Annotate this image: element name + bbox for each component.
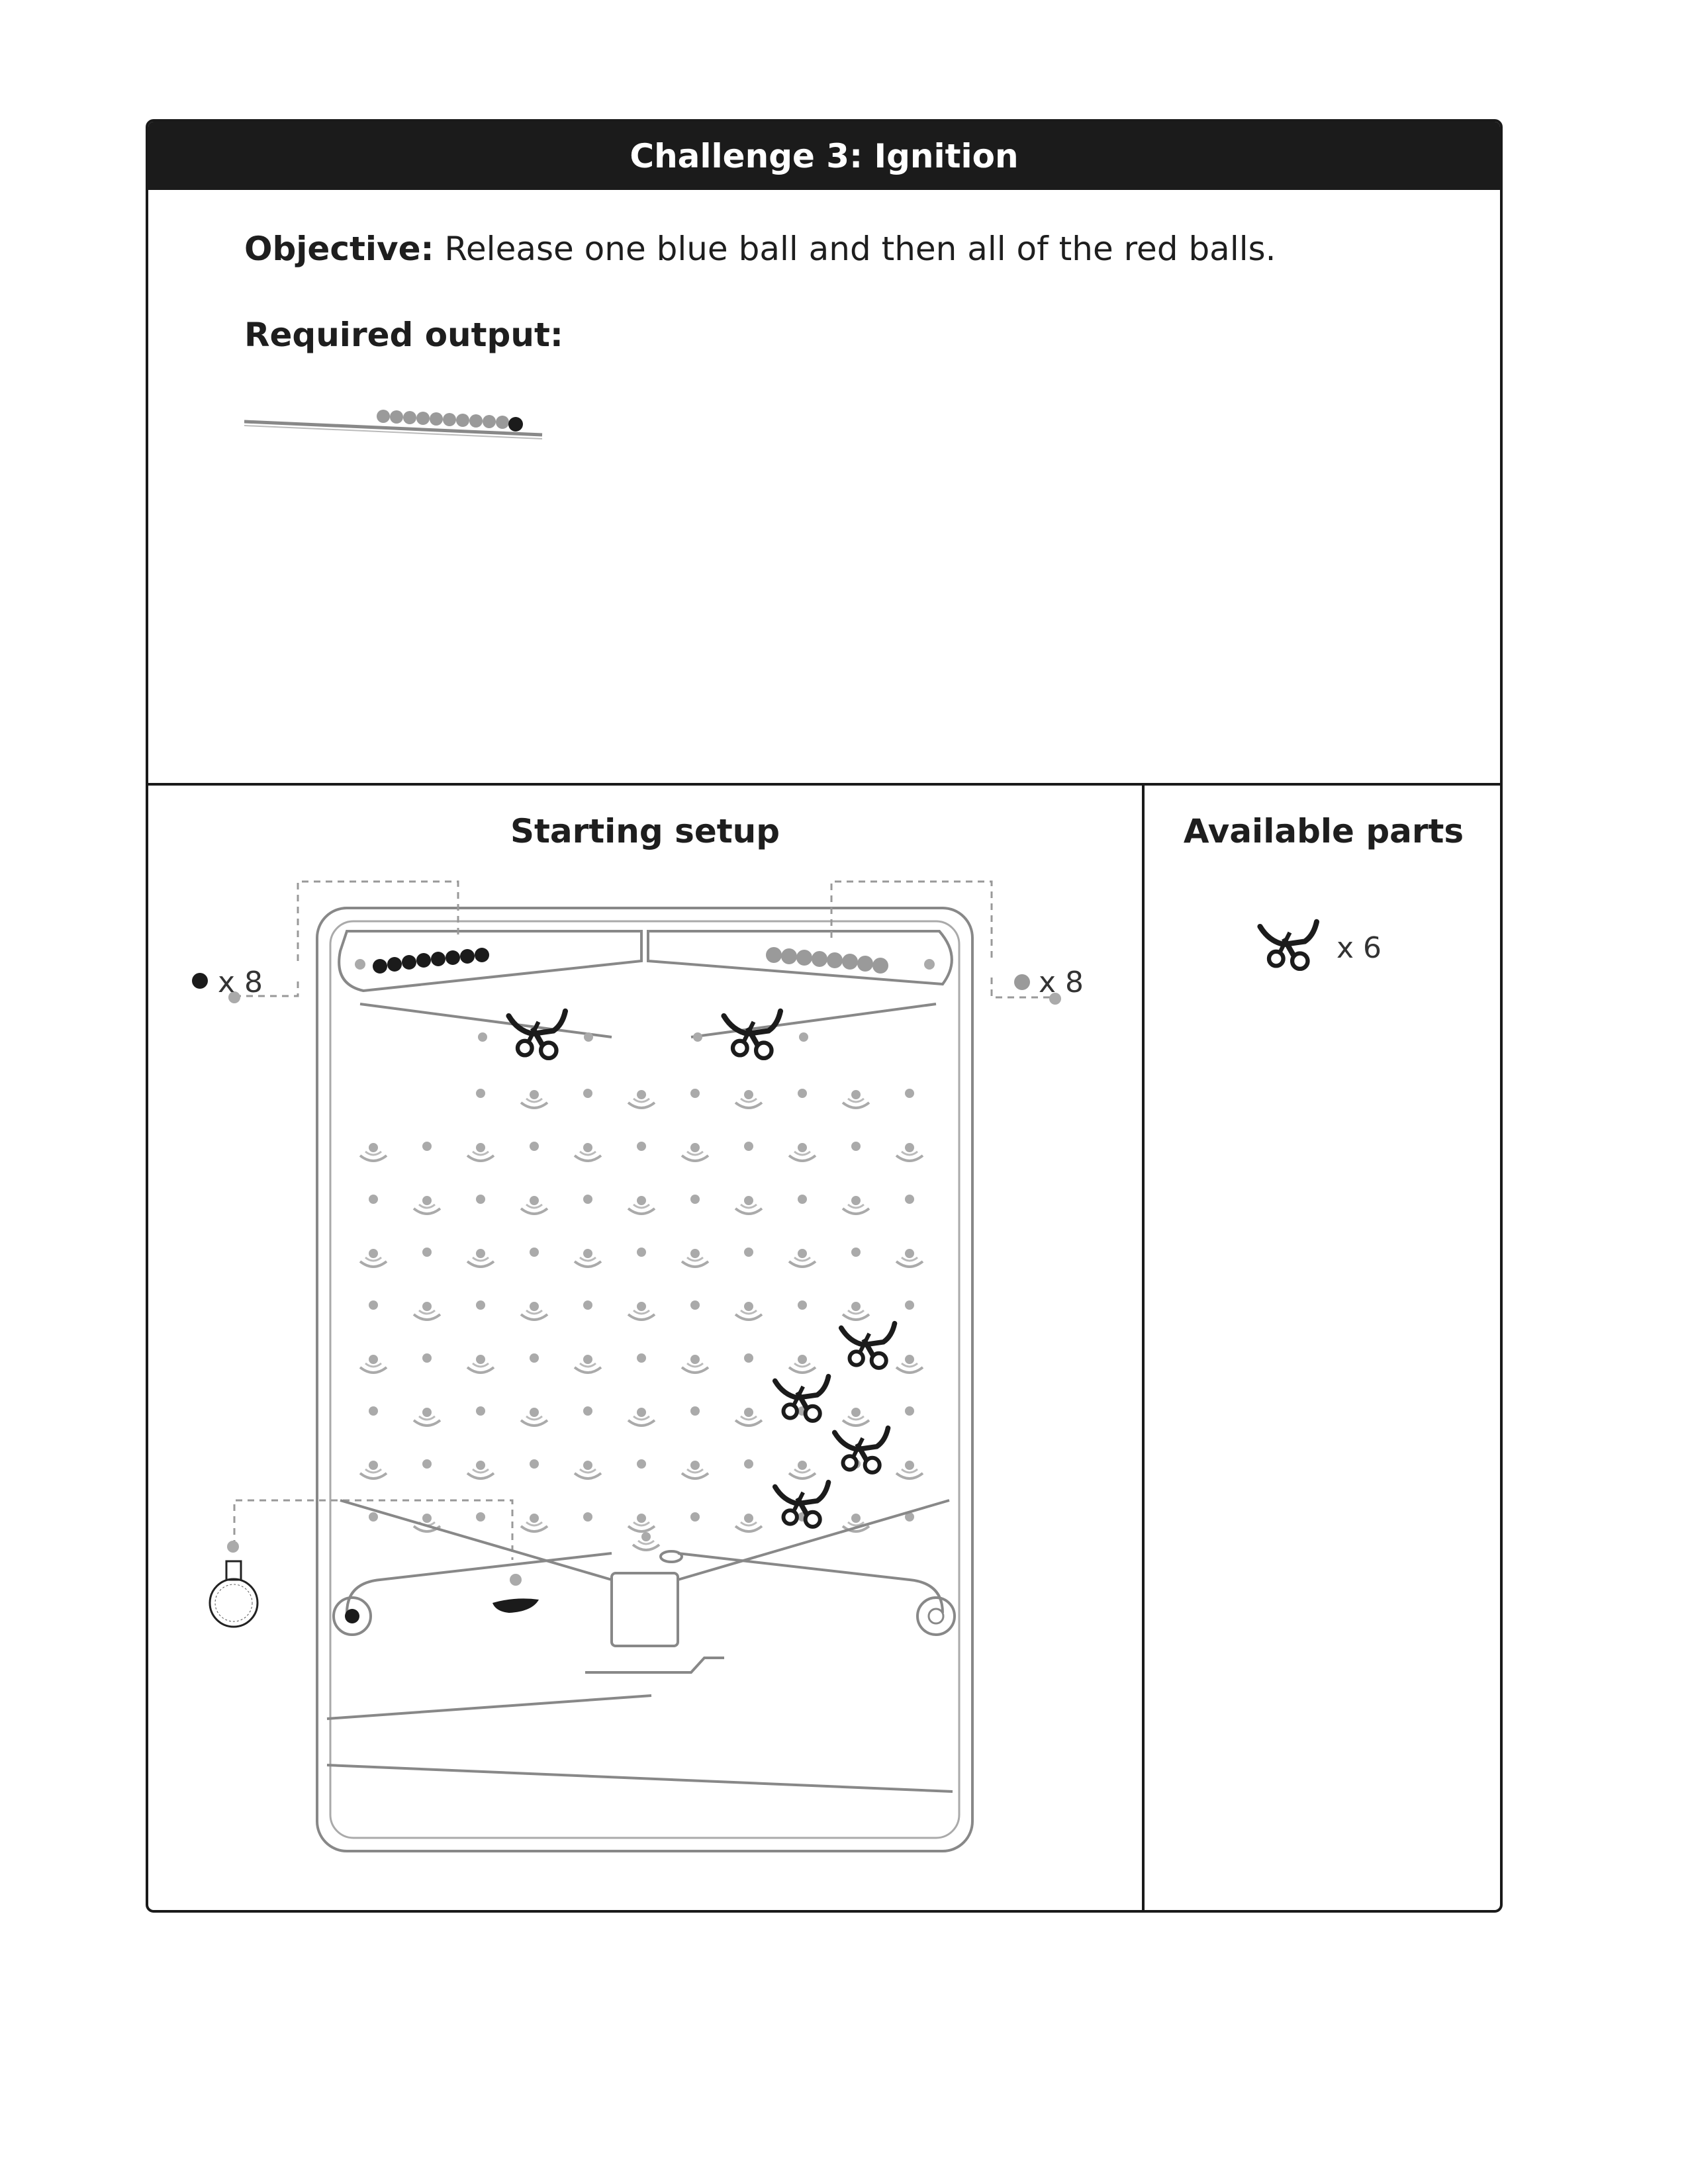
challenge-header: Challenge 3: Ignition [148, 122, 1500, 190]
peg-cup [633, 1532, 659, 1550]
peg-cup [521, 1196, 547, 1214]
bottom-assembly [327, 1500, 953, 1792]
peg-cup [414, 1302, 440, 1320]
peg-cup [735, 1514, 762, 1531]
peg-cup [789, 1461, 816, 1479]
bulb-icon [210, 1541, 258, 1627]
peg-cup [467, 1355, 494, 1373]
peg-cup [682, 1143, 708, 1161]
output-red-balls [377, 410, 509, 429]
peg-cup [843, 1408, 869, 1426]
peg-cup [896, 1249, 923, 1267]
right-ball-count: x 8 [1039, 966, 1084, 999]
peg-cup [735, 1408, 762, 1426]
peg-cup [628, 1090, 655, 1108]
peg-cup [467, 1461, 494, 1479]
peg-cup [628, 1514, 655, 1531]
peg-cup [521, 1090, 547, 1108]
peg-cup [521, 1408, 547, 1426]
bit-part [509, 1011, 566, 1058]
peg-cup [521, 1302, 547, 1320]
required-output-label: Required output: [244, 316, 563, 354]
peg-cup [896, 1143, 923, 1161]
peg-cup [575, 1143, 601, 1161]
blue-ball-icon [192, 973, 208, 989]
peg-cup [575, 1355, 601, 1373]
peg-cup [467, 1143, 494, 1161]
starting-setup-title: Starting setup [148, 812, 1142, 850]
peg-cup [682, 1461, 708, 1479]
red-ball-icon [1014, 974, 1030, 990]
peg-cup [467, 1249, 494, 1267]
required-output-figure [244, 408, 562, 455]
peg-cup [414, 1196, 440, 1214]
peg-cup [628, 1302, 655, 1320]
peg-cup [896, 1355, 923, 1373]
peg-cup [843, 1302, 869, 1320]
peg-cup [735, 1302, 762, 1320]
peg-cup [628, 1196, 655, 1214]
bit-icon [1260, 922, 1317, 969]
peg-cup [575, 1461, 601, 1479]
part-count: x 6 [1336, 931, 1382, 965]
peg-cup [682, 1249, 708, 1267]
starting-setup-board: x 8 x 8 [148, 786, 1145, 1913]
available-parts-section: x 6 Available parts [1145, 786, 1503, 1913]
peg-cup [360, 1461, 387, 1479]
peg-cup [735, 1196, 762, 1214]
peg-cup [682, 1355, 708, 1373]
output-blue-ball [508, 417, 523, 432]
peg-cup [360, 1355, 387, 1373]
trigger-lever [492, 1598, 539, 1613]
peg-cup [575, 1249, 601, 1267]
peg-cup [414, 1408, 440, 1426]
peg-cup [843, 1090, 869, 1108]
peg-cup [360, 1143, 387, 1161]
blue-balls-stack [373, 948, 489, 974]
peg-grid [360, 1032, 923, 1550]
bit-part [1260, 922, 1317, 969]
peg-cup [896, 1461, 923, 1479]
peg-cup [843, 1196, 869, 1214]
peg-cup [628, 1408, 655, 1426]
peg-cup [360, 1249, 387, 1267]
objective: Objective: Release one blue ball and the… [244, 230, 1276, 268]
peg-cup [789, 1249, 816, 1267]
bit-part [835, 1428, 888, 1473]
peg-cup [789, 1355, 816, 1373]
starting-setup-section: x 8 x 8 [148, 786, 1145, 1913]
peg-cup [735, 1090, 762, 1108]
bit-part [724, 1011, 781, 1058]
red-balls-stack [766, 947, 888, 974]
challenge-title: Challenge 3: Ignition [630, 137, 1018, 175]
objective-section: Objective: Release one blue ball and the… [148, 190, 1500, 786]
available-parts-title: Available parts [1145, 812, 1503, 850]
board-bits [509, 1011, 895, 1527]
bit-part [841, 1324, 895, 1368]
challenge-card: Challenge 3: Ignition Objective: Release… [146, 119, 1503, 1913]
left-ball-count: x 8 [218, 966, 263, 999]
peg-cup [521, 1514, 547, 1531]
peg-cup [789, 1143, 816, 1161]
objective-label: Objective: [244, 230, 434, 268]
objective-text: Release one blue ball and then all of th… [434, 230, 1276, 268]
top-ramps [339, 931, 952, 1037]
